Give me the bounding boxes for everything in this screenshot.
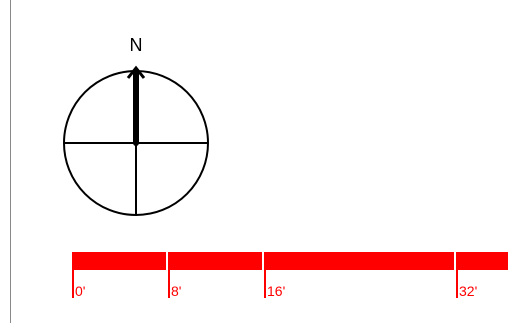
scale-label-32: 32' xyxy=(459,283,477,299)
scale-bar: 0' 8' 16' 32' xyxy=(72,252,508,299)
scale-label-8: 8' xyxy=(171,283,181,299)
north-arrow: N xyxy=(63,35,209,216)
scale-divider-16 xyxy=(262,252,264,270)
left-border-line xyxy=(10,0,11,323)
scale-bar-body xyxy=(72,252,508,270)
scale-tick-16 xyxy=(264,252,266,298)
scale-label-0: 0' xyxy=(75,283,85,299)
north-label: N xyxy=(130,35,143,55)
scale-divider-8 xyxy=(166,252,168,270)
compass-center-dot xyxy=(133,140,139,146)
north-arrowhead-icon xyxy=(126,65,146,79)
scale-divider-32 xyxy=(454,252,456,270)
scale-tick-32 xyxy=(456,252,458,298)
scale-tick-8 xyxy=(168,252,170,298)
scale-tick-0 xyxy=(72,252,74,298)
scale-label-16: 16' xyxy=(267,283,285,299)
